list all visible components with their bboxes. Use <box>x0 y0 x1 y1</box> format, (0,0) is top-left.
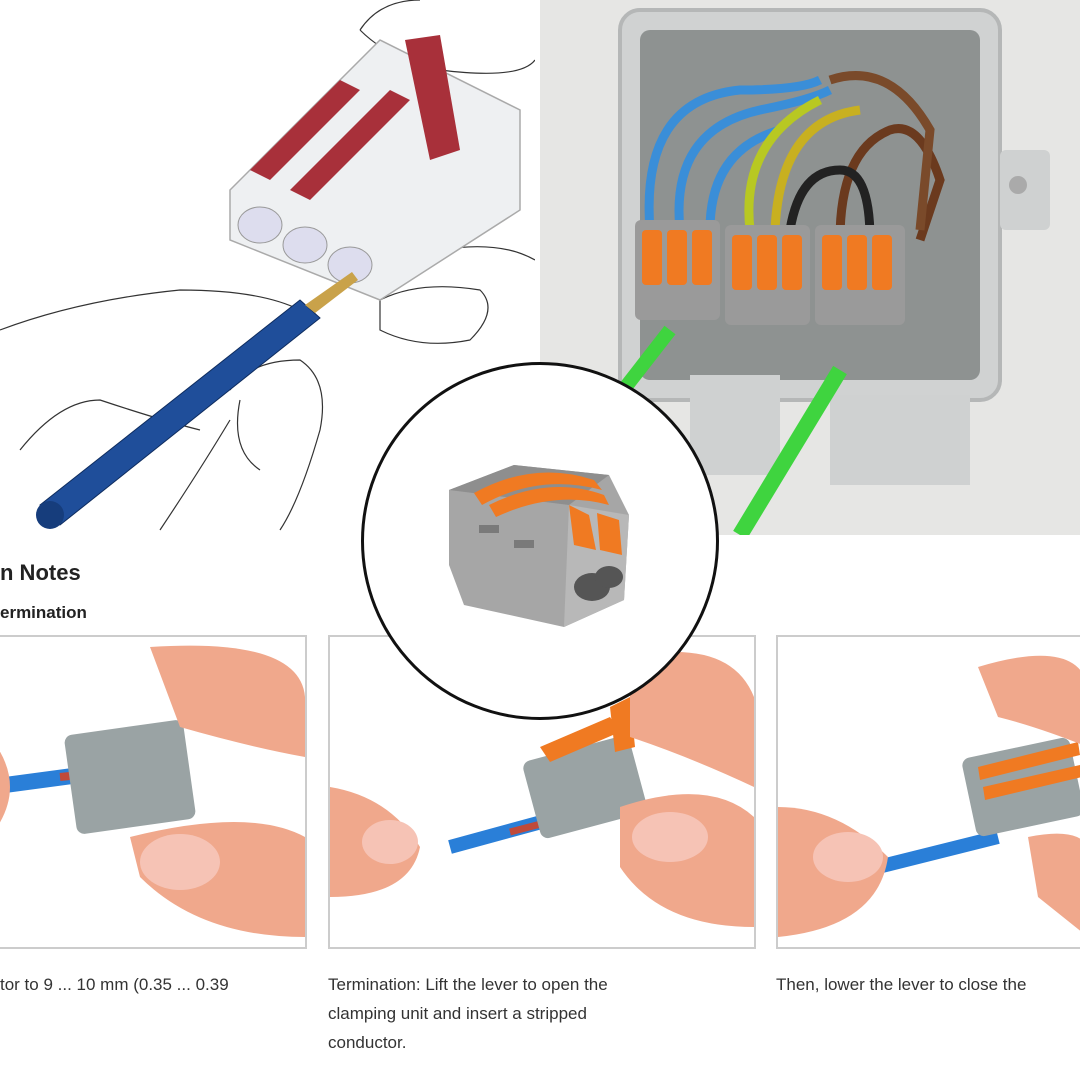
connector-insertion-illustration <box>0 0 536 535</box>
line-drawing <box>0 0 536 531</box>
section-title: n Notes <box>0 560 81 585</box>
subsection-title: ermination <box>0 603 87 622</box>
step-caption-insert: Termination: Lift the lever to open the … <box>328 975 608 1052</box>
step-caption-strip: tor to 9 ... 10 mm (0.35 ... 0.39 <box>0 975 229 994</box>
transparent-connector <box>229 35 521 301</box>
insert-wire-photo <box>330 652 754 927</box>
application-notes: n Notes ermination <box>0 540 1080 1080</box>
close-lever-photo <box>778 655 1080 937</box>
lever-connectors <box>635 220 905 325</box>
step-caption-close: Then, lower the lever to close the <box>776 975 1027 994</box>
step-panel-close <box>776 635 1080 949</box>
blue-wire <box>36 272 358 529</box>
connector-product-inset <box>361 362 719 720</box>
strip-wire-photo <box>0 645 305 937</box>
lever-connector-image <box>449 465 629 627</box>
step-panel-strip <box>0 635 307 949</box>
